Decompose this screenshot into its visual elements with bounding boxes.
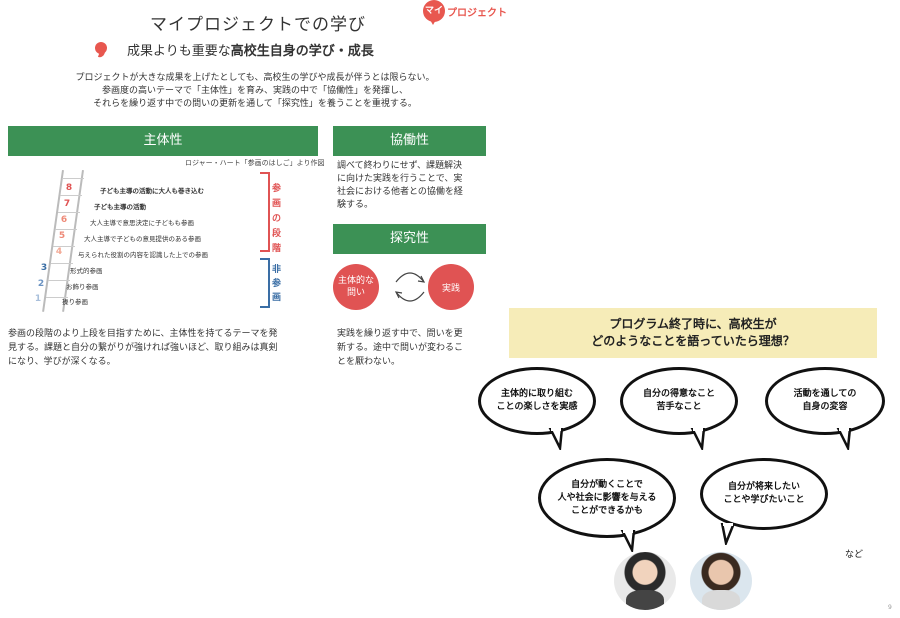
description-line: 参画の段階のより上段を目指すために、主体性を持てるテーマを発 — [8, 329, 278, 339]
etc-label: など — [845, 550, 864, 560]
ladder-step-number: 3 — [40, 263, 48, 273]
non-participation-label: 非参画 — [272, 265, 282, 303]
section-heading-tankyusei: 探究性 — [333, 224, 486, 254]
ladder-rung — [48, 280, 70, 281]
speech-bubble: 活動を通しての 自身の変容 — [765, 367, 885, 435]
description-line: 社会における他者との協働を経 — [337, 187, 463, 197]
description-line: 実践を繰り返す中で、問いを更 — [337, 329, 463, 339]
ladder-step-number: 4 — [55, 247, 63, 257]
description-line: になり、学びが深くなる。 — [8, 357, 116, 367]
section-heading-kyodosei: 協働性 — [333, 126, 486, 156]
non-participation-bracket — [260, 258, 270, 308]
ladder-step-label: 与えられた役割の内容を認識した上での参画 — [78, 251, 208, 259]
bubble-line: 自分が将来したい — [727, 482, 800, 492]
intro-line: それらを繰り返す中での問いの更新を通して「探究性」を養うことを重視する。 — [93, 99, 417, 109]
ladder-step-number: 1 — [34, 294, 42, 304]
bubble-line: ことや学びたいこと — [723, 495, 805, 505]
speech-bubble-tail — [720, 523, 736, 545]
speech-bubble: 自分の得意なこと 苦手なこと — [620, 367, 738, 435]
speech-bubble: 自分が動くことで 人や社会に影響を与える ことができるかも — [538, 458, 676, 538]
ladder-step-label: 子ども主導の活動 — [94, 203, 146, 211]
ladder-rung — [62, 178, 84, 179]
my-project-logo: マイ プロジェクト — [415, 0, 515, 25]
logo-badge: マイ — [423, 0, 445, 22]
logo-text: プロジェクト — [447, 8, 507, 19]
speech-bubble-tail — [620, 530, 636, 552]
description-line: に向けた実践を行うことで、実 — [337, 174, 463, 184]
bubble-line: 活動を通しての — [793, 389, 857, 399]
cycle-node-practice: 実践 — [428, 264, 474, 310]
intro-line: プロジェクトが大きな成果を上げたとしても、高校生の学びや成長が伴うとは限らない。 — [75, 73, 435, 83]
description-line: 新する。途中で問いが変わるこ — [337, 343, 464, 353]
student-body — [702, 590, 740, 610]
ladder-step-number: 5 — [58, 231, 66, 241]
ladder-rung — [55, 229, 77, 230]
speech-bubble-tail — [690, 428, 706, 450]
logo-badge-tail — [429, 18, 437, 25]
ladder-step-number: 6 — [60, 215, 68, 225]
ideal-question-banner: プログラム終了時に、高校生が どのようなことを語っていたら理想？ — [509, 308, 877, 358]
bubble-line: 自身の変容 — [802, 402, 848, 412]
ladder-rung — [46, 297, 68, 298]
subtitle: 成果よりも重要な高校生自身の学び・成長 — [95, 40, 495, 62]
page-title: マイプロジェクトでの学び — [150, 15, 366, 35]
shutaisei-description: 参画の段階のより上段を目指すために、主体性を持てるテーマを発 見する。課題と自分… — [8, 327, 318, 369]
participation-label: 参画の段階 — [272, 184, 282, 254]
speech-bubble: 自分が将来したい ことや学びたいこと — [700, 458, 828, 530]
speech-bubble-tail — [836, 428, 852, 450]
bubble-line: 苦手なこと — [656, 402, 702, 412]
participation-bracket — [260, 172, 270, 252]
student-photo — [614, 552, 676, 610]
bubble-line: 自分が動くことで — [571, 479, 643, 490]
ladder-rung — [53, 246, 75, 247]
ladder-step-number: 8 — [65, 183, 73, 193]
banner-line: どのようなことを語っていたら理想？ — [591, 334, 795, 348]
description-line: 見する。課題と自分の繋がりが強ければ強いほど、取り組みは真剣 — [8, 343, 278, 353]
participation-ladder: 8 子ども主導の活動に大人も巻き込む 7 子ども主導の活動 6 大人主導で意思決… — [10, 168, 260, 313]
ladder-rung — [51, 263, 73, 264]
bubble-line: ことができるかも — [571, 505, 643, 516]
ladder-step-label: 大人主導で子どもの意見提供のある参画 — [84, 235, 201, 243]
student-body — [626, 590, 664, 610]
kyodosei-description: 調べて終わりにせず、課題解決 に向けた実践を行うことで、実 社会における他者との… — [337, 160, 487, 212]
ladder-step-number: 7 — [63, 199, 71, 209]
section-heading-shutaisei: 主体性 — [8, 126, 318, 156]
cycle-node-line: 主体的な — [337, 276, 374, 286]
speech-bubble: 主体的に取り組む ことの楽しさを実感 — [478, 367, 596, 435]
cycle-arrows-icon — [394, 272, 426, 302]
cycle-node-question: 主体的な 問い — [333, 264, 379, 310]
speech-mark-icon — [95, 42, 107, 54]
description-line: 調べて終わりにせず、課題解決 — [337, 161, 463, 171]
tankyusei-description: 実践を繰り返す中で、問いを更 新する。途中で問いが変わるこ とを厭わない。 — [337, 327, 487, 369]
description-line: とを厭わない。 — [337, 357, 401, 367]
ladder-step-number: 2 — [37, 279, 45, 289]
bubble-line: 主体的に取り組む — [500, 389, 573, 399]
description-line: 験する。 — [337, 200, 374, 210]
page-number: 9 — [888, 604, 892, 611]
ladder-rung — [58, 212, 80, 213]
cycle-node-line: 問い — [346, 288, 365, 298]
ladder-rung — [60, 195, 82, 196]
bubble-line: ことの楽しさを実感 — [496, 402, 578, 412]
banner-line: プログラム終了時に、高校生が — [609, 317, 777, 331]
ladder-credit: ロジャー・ハート「参画のはしご」より作図 — [185, 159, 325, 167]
bubble-line: 自分の得意なこと — [642, 389, 715, 399]
student-photo — [690, 552, 752, 610]
subtitle-bold: 高校生自身の学び・成長 — [230, 44, 374, 59]
intro-line: 参画度の高いテーマで「主体性」を育み、実践の中で「協働性」を発揮し、 — [101, 86, 408, 96]
subtitle-text: 成果よりも重要な高校生自身の学び・成長 — [127, 40, 374, 59]
speech-bubble-tail — [548, 428, 564, 450]
subtitle-prefix: 成果よりも重要な — [127, 44, 231, 59]
ladder-step-label: 形式的参画 — [70, 267, 103, 275]
ladder-step-label: 操り参画 — [62, 298, 88, 306]
ladder-step-label: お飾り参画 — [66, 283, 99, 291]
ladder-step-label: 大人主導で意思決定に子どもも参画 — [90, 219, 194, 227]
intro-paragraph: プロジェクトが大きな成果を上げたとしても、高校生の学びや成長が伴うとは限らない。… — [40, 72, 470, 111]
bubble-line: 人や社会に影響を与える — [557, 492, 657, 503]
ladder-step-label: 子ども主導の活動に大人も巻き込む — [100, 187, 204, 195]
